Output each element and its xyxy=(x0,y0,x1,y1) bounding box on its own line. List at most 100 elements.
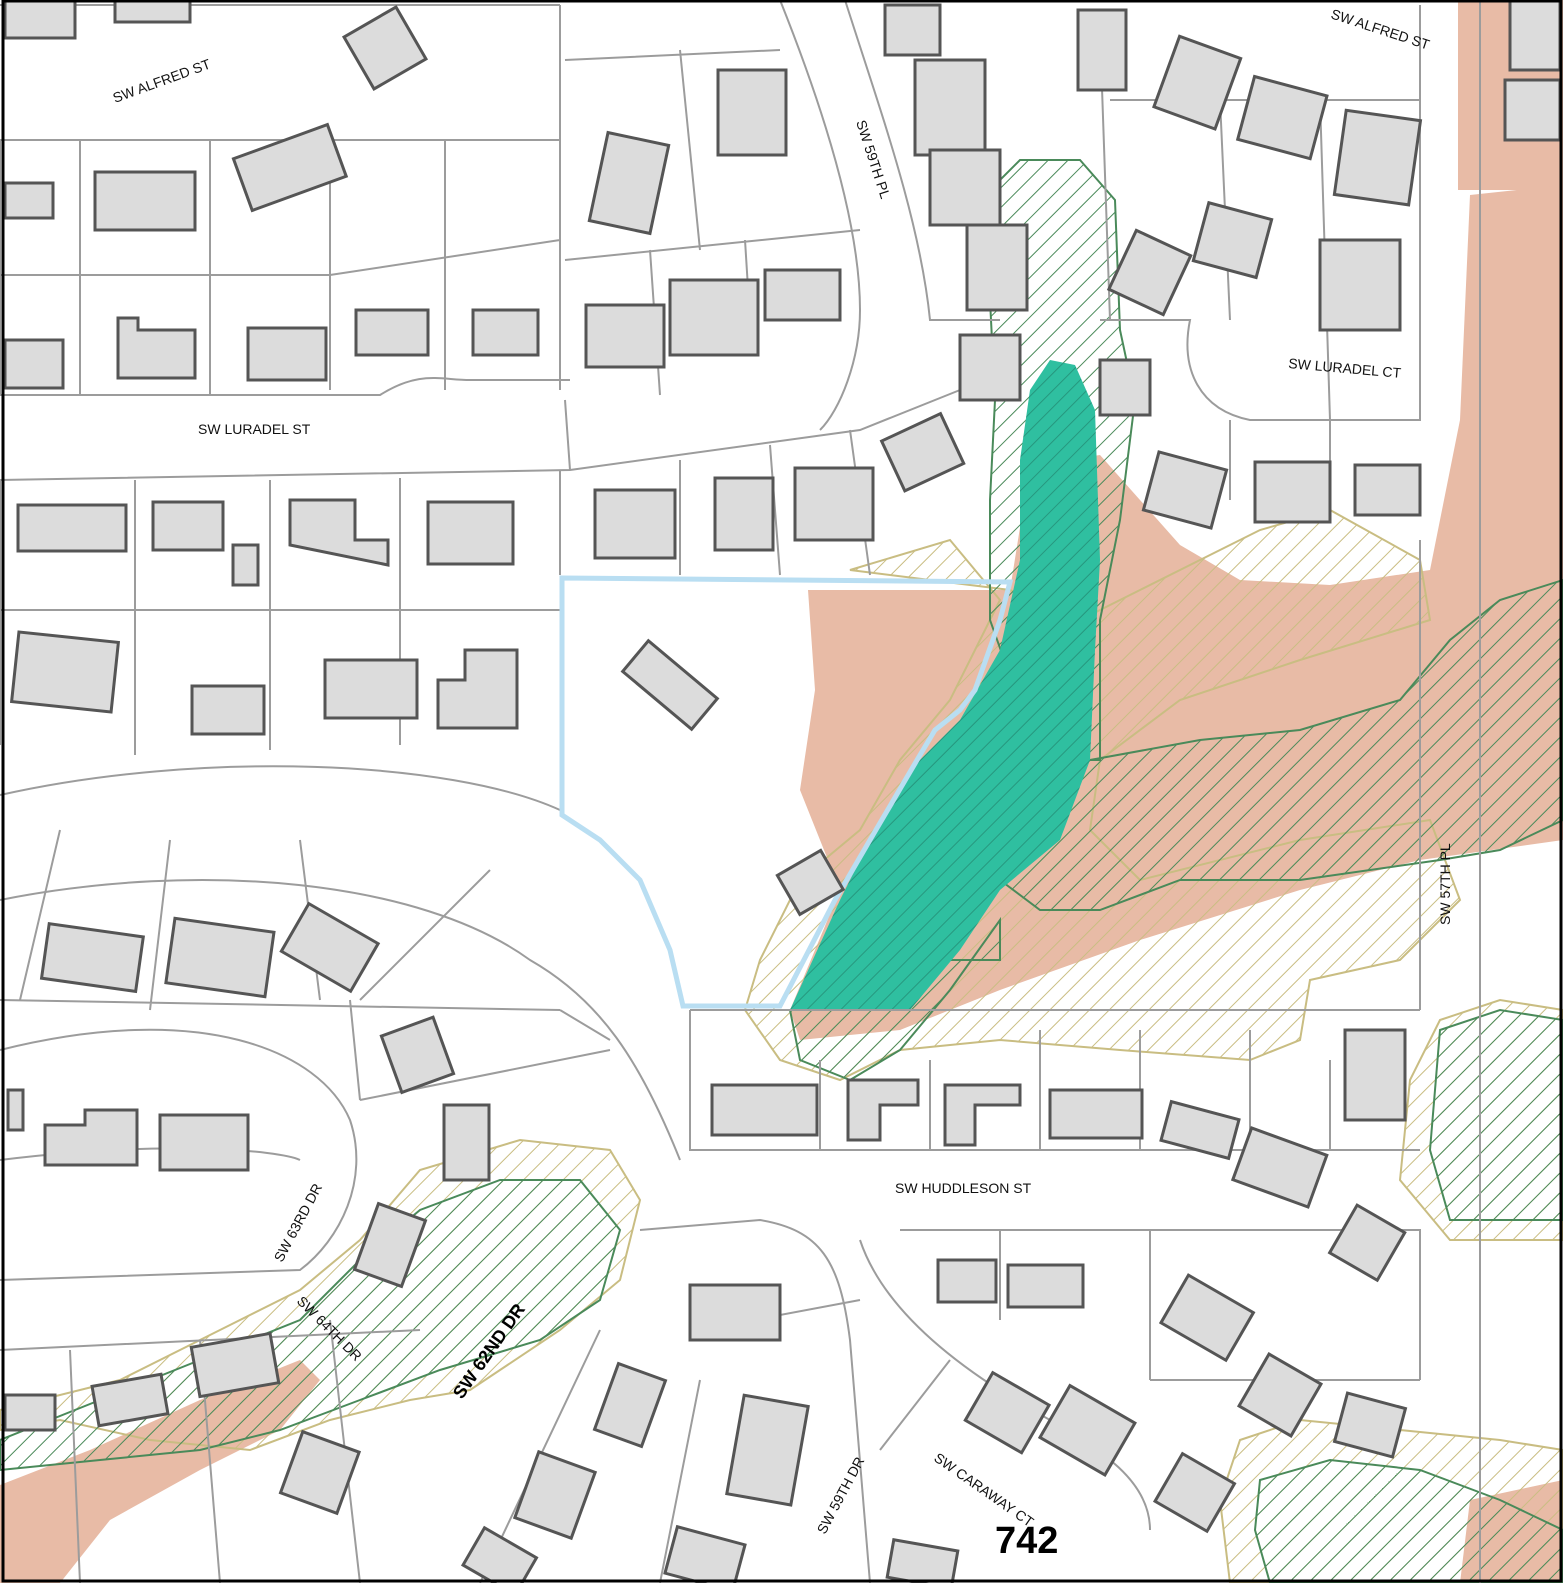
building xyxy=(936,1258,998,1304)
building xyxy=(883,3,942,57)
building xyxy=(1343,1028,1407,1122)
building xyxy=(943,1083,1022,1147)
building xyxy=(231,543,260,587)
building xyxy=(1158,1273,1256,1363)
building xyxy=(1230,1126,1329,1209)
building xyxy=(1048,1088,1144,1140)
building xyxy=(158,1113,250,1172)
building xyxy=(846,1078,920,1142)
building xyxy=(1332,108,1423,207)
building xyxy=(1332,1391,1408,1459)
building xyxy=(1253,460,1332,524)
building xyxy=(793,466,875,542)
building xyxy=(913,58,987,157)
building xyxy=(1318,238,1402,332)
road-63rd-loop xyxy=(0,1028,358,1281)
road-huddleson-north xyxy=(689,1010,1420,1151)
building xyxy=(231,122,349,213)
building xyxy=(1159,1099,1241,1161)
building xyxy=(90,1372,170,1428)
map-page-number: 742 xyxy=(995,1520,1058,1562)
building xyxy=(1037,1383,1137,1478)
building xyxy=(113,0,192,24)
building xyxy=(928,148,1002,227)
building xyxy=(471,308,540,357)
building xyxy=(354,308,430,357)
building xyxy=(151,500,225,552)
building xyxy=(93,170,197,232)
riparian-east-branch xyxy=(998,578,1563,911)
building xyxy=(9,630,121,714)
building xyxy=(620,638,720,732)
road-huddleson-south xyxy=(639,1218,871,1583)
building xyxy=(189,1331,281,1399)
building xyxy=(1152,34,1243,131)
building xyxy=(436,648,519,730)
building xyxy=(716,68,788,157)
street-label-huddleson: SW HUDDLESON ST xyxy=(895,1180,1032,1196)
building xyxy=(879,411,966,493)
parcel-row-1 xyxy=(0,5,561,395)
building xyxy=(1106,228,1193,317)
building xyxy=(279,901,381,994)
building xyxy=(963,1370,1052,1455)
building xyxy=(1353,463,1422,517)
building xyxy=(3,1393,57,1432)
building xyxy=(278,1429,362,1516)
building xyxy=(6,1088,25,1132)
road-luradel-south-edge xyxy=(0,389,961,481)
building xyxy=(3,338,65,390)
building xyxy=(587,130,671,236)
building xyxy=(1006,1263,1085,1309)
building xyxy=(164,916,276,999)
building xyxy=(688,1283,782,1342)
building xyxy=(763,268,842,322)
building xyxy=(965,223,1029,312)
building xyxy=(1141,450,1229,530)
building xyxy=(246,326,328,382)
building xyxy=(341,4,429,92)
building xyxy=(1327,1203,1407,1283)
road-caraway-edge xyxy=(900,1229,1421,1380)
building xyxy=(116,316,197,380)
building xyxy=(442,1103,491,1182)
road-59th-pl-east xyxy=(844,0,1000,321)
parcel-row-2 xyxy=(0,470,561,755)
building xyxy=(593,488,677,560)
building xyxy=(512,1449,598,1541)
building xyxy=(16,503,128,553)
building xyxy=(725,1393,810,1507)
building-footprints xyxy=(3,0,1562,1583)
building xyxy=(1235,74,1329,161)
building xyxy=(288,498,390,567)
building xyxy=(379,1015,456,1095)
building xyxy=(1076,8,1128,92)
site-boundary xyxy=(559,575,1014,1009)
riparian-southeast-lobe xyxy=(1253,1458,1563,1583)
building xyxy=(958,333,1022,402)
building xyxy=(1191,200,1274,280)
building xyxy=(352,1201,428,1289)
building xyxy=(592,1361,668,1449)
riparian-east-lobe xyxy=(1428,1008,1563,1221)
building xyxy=(323,658,419,720)
building xyxy=(668,278,760,357)
building xyxy=(43,1108,139,1167)
building xyxy=(1503,78,1562,142)
building xyxy=(1098,358,1152,417)
building xyxy=(39,922,145,994)
parcel-sw xyxy=(0,1319,421,1583)
street-label-57th-pl: SW 57TH PL xyxy=(1437,843,1453,925)
building xyxy=(190,684,266,736)
building xyxy=(1508,0,1562,72)
building xyxy=(1236,1351,1324,1439)
building xyxy=(1152,1451,1237,1534)
building xyxy=(3,181,55,220)
road-luradel-ct-cul xyxy=(1100,5,1421,421)
road-curve-north xyxy=(0,765,561,811)
road-luradel-north-edge xyxy=(0,377,570,396)
building xyxy=(775,848,846,917)
street-label-luradel-st: SW LURADEL ST xyxy=(198,421,311,437)
building xyxy=(713,476,775,552)
